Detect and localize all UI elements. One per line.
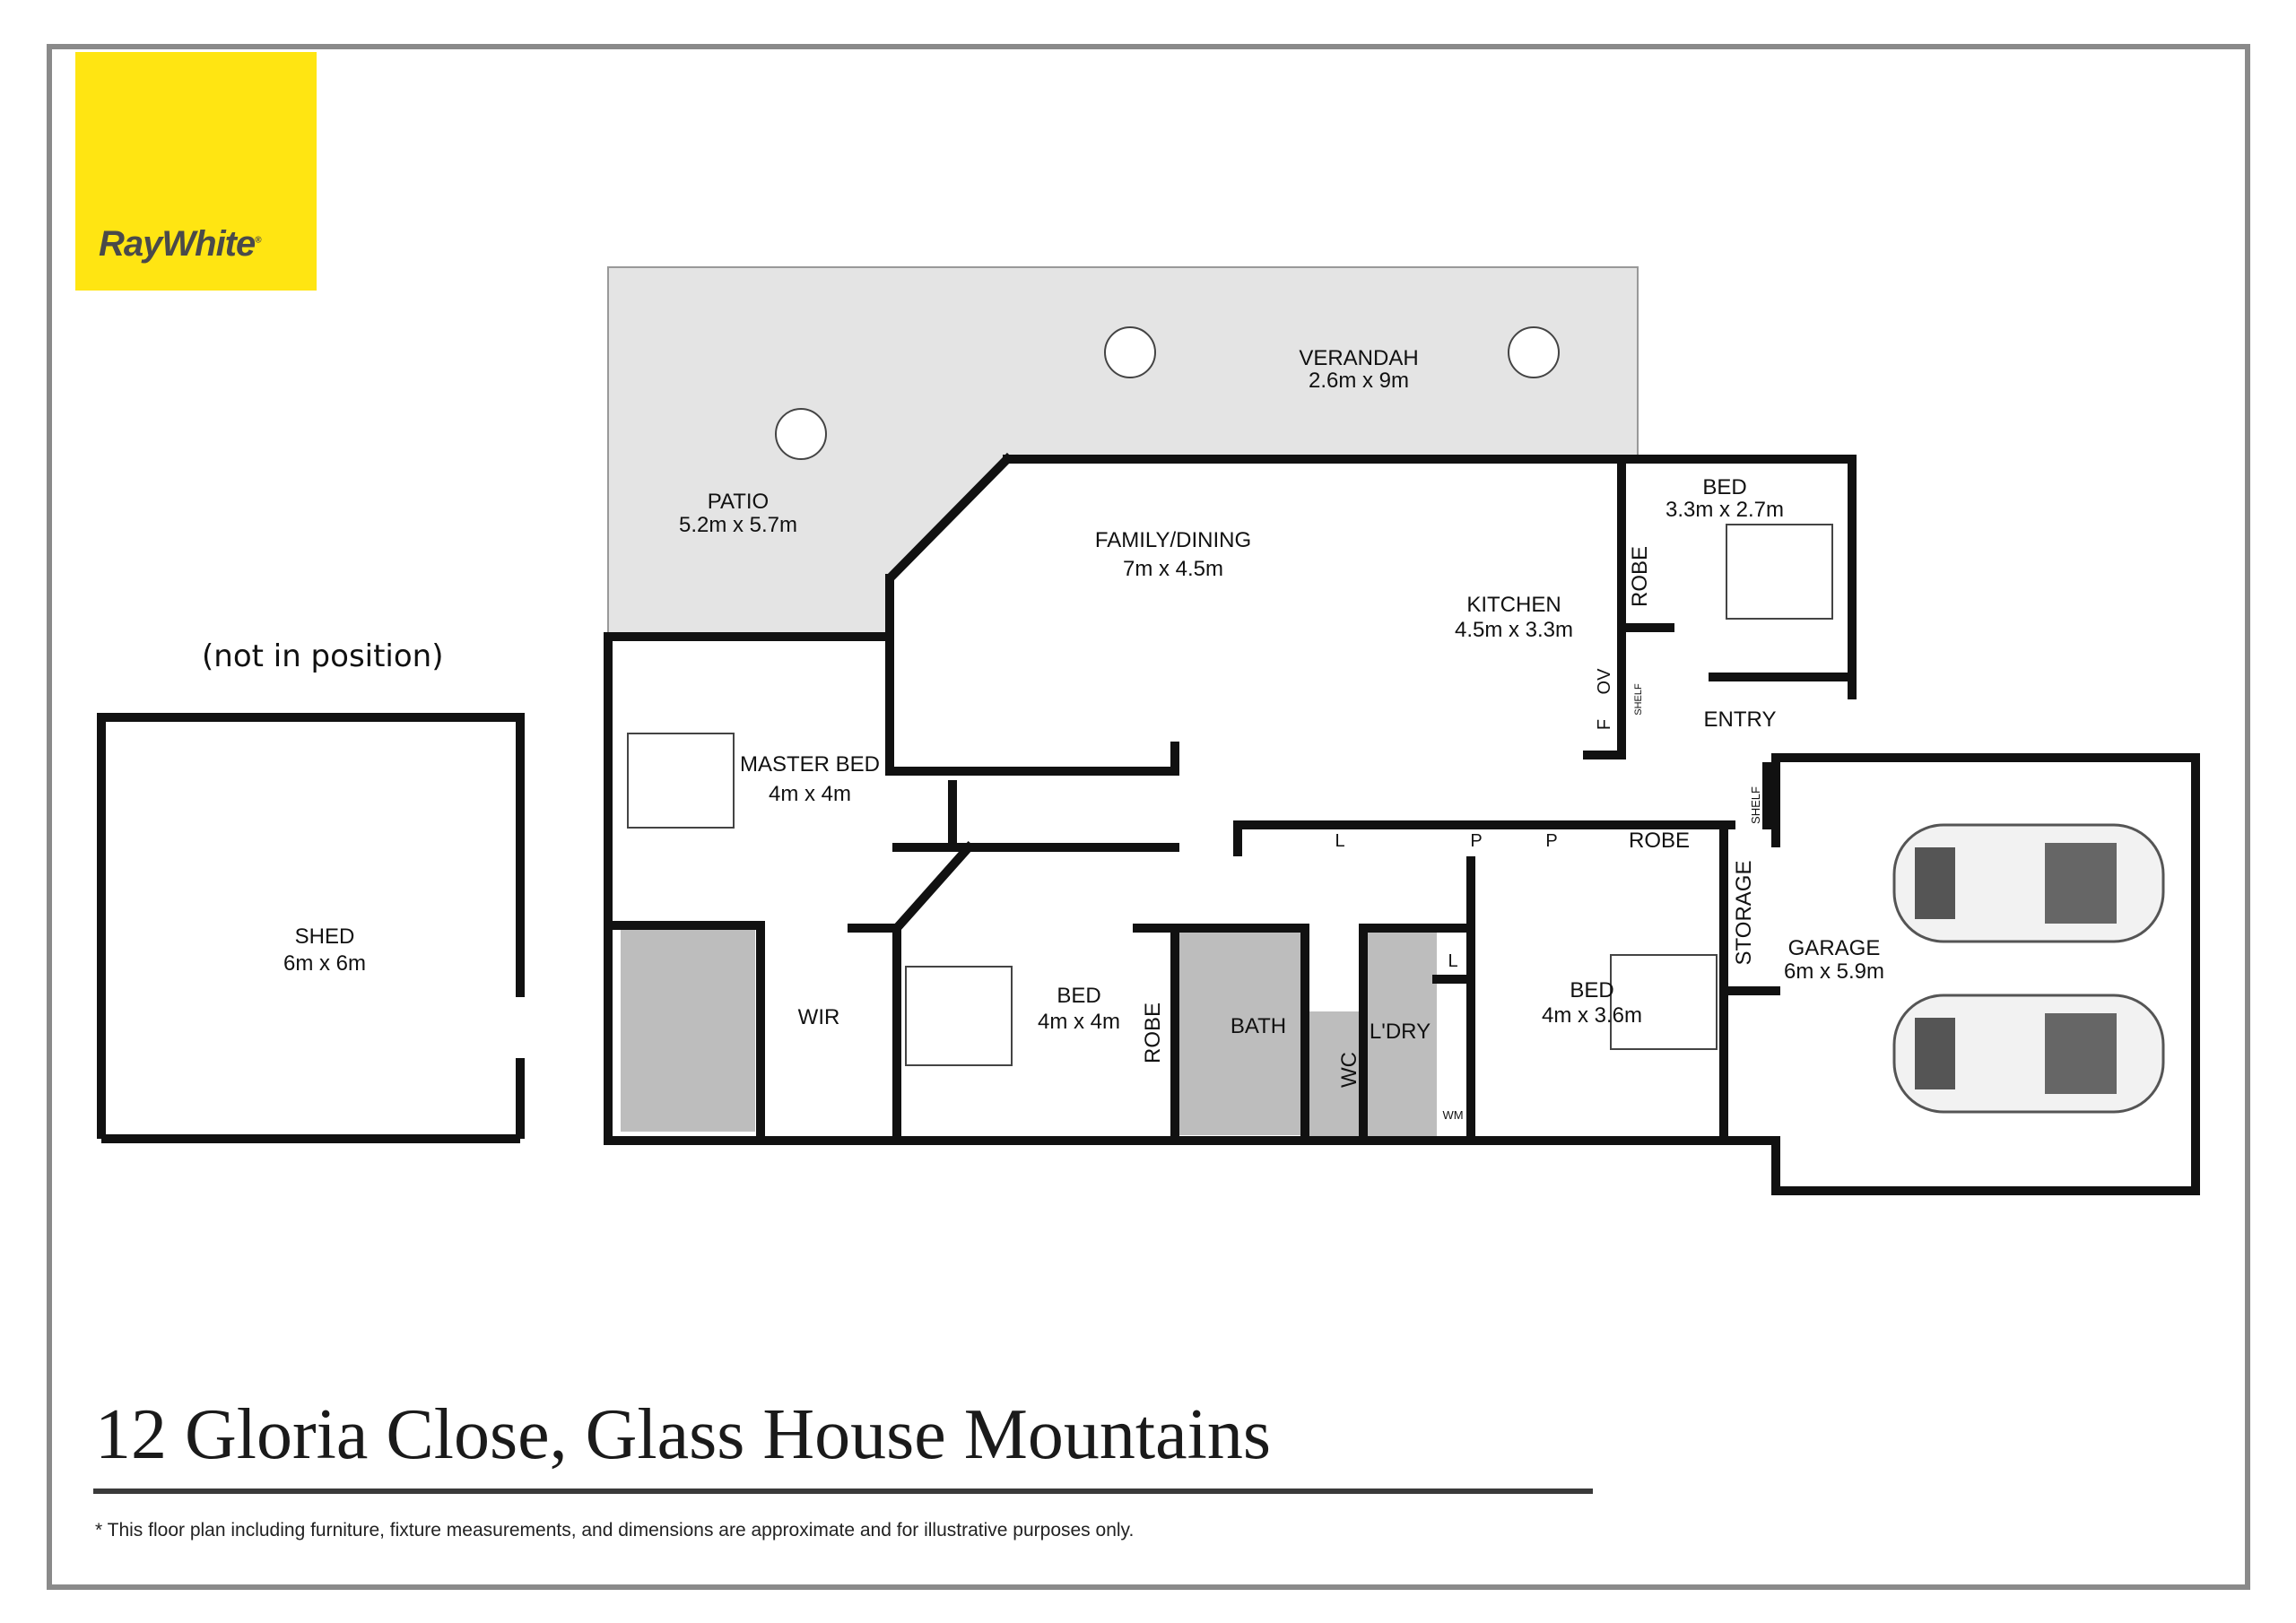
family-dining-dims: 7m x 4.5m xyxy=(1123,557,1223,581)
verandah-table-1 xyxy=(775,326,1560,460)
wc-label: WC xyxy=(1337,1052,1361,1088)
kitchen-dims: 4.5m x 3.3m xyxy=(1455,618,1573,642)
wm-label: WM xyxy=(1442,1108,1463,1122)
linen-label-2: L xyxy=(1448,951,1457,971)
laundry-label: L'DRY xyxy=(1370,1020,1431,1044)
garage-name: GARAGE xyxy=(1788,936,1881,960)
bed-middle-name: BED xyxy=(1057,984,1100,1008)
robe-label-middle: ROBE xyxy=(1141,1002,1165,1063)
bed-middle-dims: 4m x 4m xyxy=(1038,1010,1120,1034)
bed-front-name: BED xyxy=(1702,475,1746,499)
wet-areas xyxy=(621,925,1437,1137)
fridge-label: F xyxy=(1595,719,1614,730)
patio-name: PATIO xyxy=(708,490,769,514)
car-2 xyxy=(1892,994,2165,1114)
shed-name: SHED xyxy=(295,924,355,949)
verandah-area xyxy=(607,266,1639,638)
page-frame xyxy=(47,44,2250,1590)
linen-label: L xyxy=(1335,831,1344,851)
oven-label: OV xyxy=(1595,668,1614,695)
pantry-label-2: P xyxy=(1545,831,1557,851)
room-labels: VERANDAH 2.6m x 9m PATIO 5.2m x 5.7m FAM… xyxy=(283,346,1884,1122)
family-dining-name: FAMILY/DINING xyxy=(1095,528,1251,552)
bed-front-dims: 3.3m x 2.7m xyxy=(1665,498,1784,522)
shed-dims: 6m x 6m xyxy=(283,951,366,976)
verandah-name: VERANDAH xyxy=(1299,346,1418,370)
garage-dims: 6m x 5.9m xyxy=(1784,959,1884,984)
verandah-dims: 2.6m x 9m xyxy=(1309,369,1409,393)
rotated-labels: ROBE ROBE STORAGE WC OV F SHELF SHELF xyxy=(1141,546,1762,1088)
disclaimer-text: * This floor plan including furniture, f… xyxy=(95,1520,1135,1541)
property-title: 12 Gloria Close, Glass House Mountains xyxy=(95,1395,1272,1474)
bed-right-dims: 4m x 3.6m xyxy=(1542,1003,1642,1028)
wir-label: WIR xyxy=(798,1005,840,1029)
master-bed-dims: 4m x 4m xyxy=(769,782,851,806)
bath-label: BATH xyxy=(1231,1014,1286,1038)
logo-text: RayWhite® xyxy=(99,224,262,264)
house-walls xyxy=(604,452,2200,1195)
entry-label: ENTRY xyxy=(1704,707,1777,732)
pantry-label-1: P xyxy=(1470,831,1482,851)
title-underline xyxy=(93,1488,1593,1494)
car-1 xyxy=(1892,823,2165,943)
patio-dims: 5.2m x 5.7m xyxy=(679,513,797,537)
shelf-label-kitchen: SHELF xyxy=(1633,683,1644,716)
master-bed-name: MASTER BED xyxy=(740,752,880,777)
robe-label-front: ROBE xyxy=(1628,546,1652,607)
ray-white-logo: RayWhite® xyxy=(75,52,317,291)
shed-walls xyxy=(97,713,525,1143)
bed-furniture xyxy=(627,524,1833,1066)
shelf-label-entry: SHELF xyxy=(1749,786,1762,824)
kitchen-name: KITCHEN xyxy=(1466,593,1561,617)
bed-right-name: BED xyxy=(1570,978,1613,1002)
shed-note: (not in position) xyxy=(202,638,444,674)
robe-label-right: ROBE xyxy=(1629,829,1690,853)
storage-label: STORAGE xyxy=(1732,861,1756,966)
